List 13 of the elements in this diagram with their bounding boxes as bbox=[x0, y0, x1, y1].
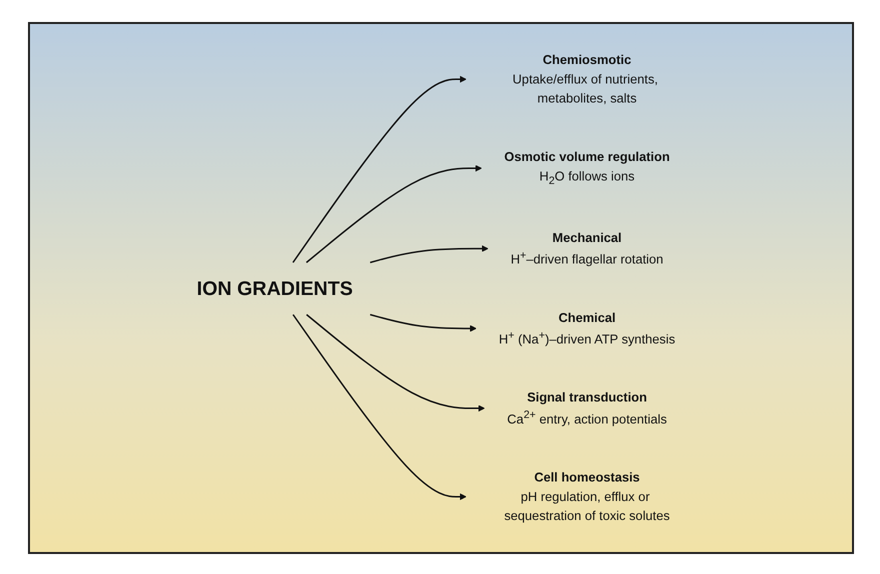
arrow bbox=[306, 314, 485, 412]
arrow bbox=[370, 245, 488, 264]
node-text: Chemical H$^{+}$ (Na$^{+}$)–driven ATP synthesis bbox=[498, 310, 676, 346]
arrow bbox=[292, 314, 466, 500]
node-text: Cell homeostasis pH regulation, efflux or sequestration of toxic solutes bbox=[504, 470, 670, 523]
arrow bbox=[292, 76, 466, 263]
node-text: Mechanical H$^{+}$–driven flagellar rotation bbox=[510, 230, 664, 266]
node-text: Osmotic volume regulation H$_{2}$O follows ions bbox=[504, 150, 670, 187]
arrow bbox=[306, 164, 482, 264]
node-text: Chemiosmotic Uptake/efflux of nutrients, metabolites, salts bbox=[512, 52, 658, 106]
arrow bbox=[370, 314, 477, 332]
node-text: ION GRADIENTS bbox=[196, 276, 353, 300]
node-text: Signal transduction Ca$^{2+}$ entry, action potentials bbox=[507, 390, 667, 426]
